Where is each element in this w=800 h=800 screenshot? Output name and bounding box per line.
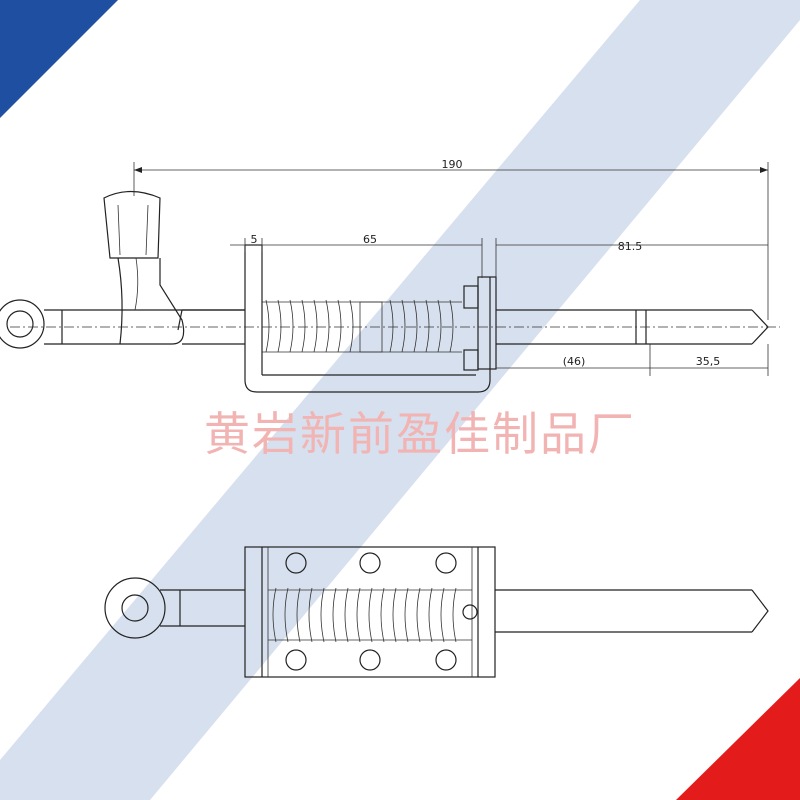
dim-pin-tip: 35,5 [696,355,721,368]
dimension-lines [133,162,769,376]
watermark-text: 黄岩新前盈佳制品厂 [204,407,636,461]
side-view [0,190,780,393]
spring-side [262,299,462,353]
dim-pin-partial: (46) [563,355,586,368]
top-view [104,546,769,678]
dim-housing-length: 65 [363,233,377,246]
corner-red-triangle [676,678,800,800]
dim-pin-extension: 81.5 [618,240,643,253]
dim-overall-length: 190 [442,158,463,171]
corner-blue-triangle [0,0,118,118]
dim-flange-offset: 5 [251,233,258,246]
